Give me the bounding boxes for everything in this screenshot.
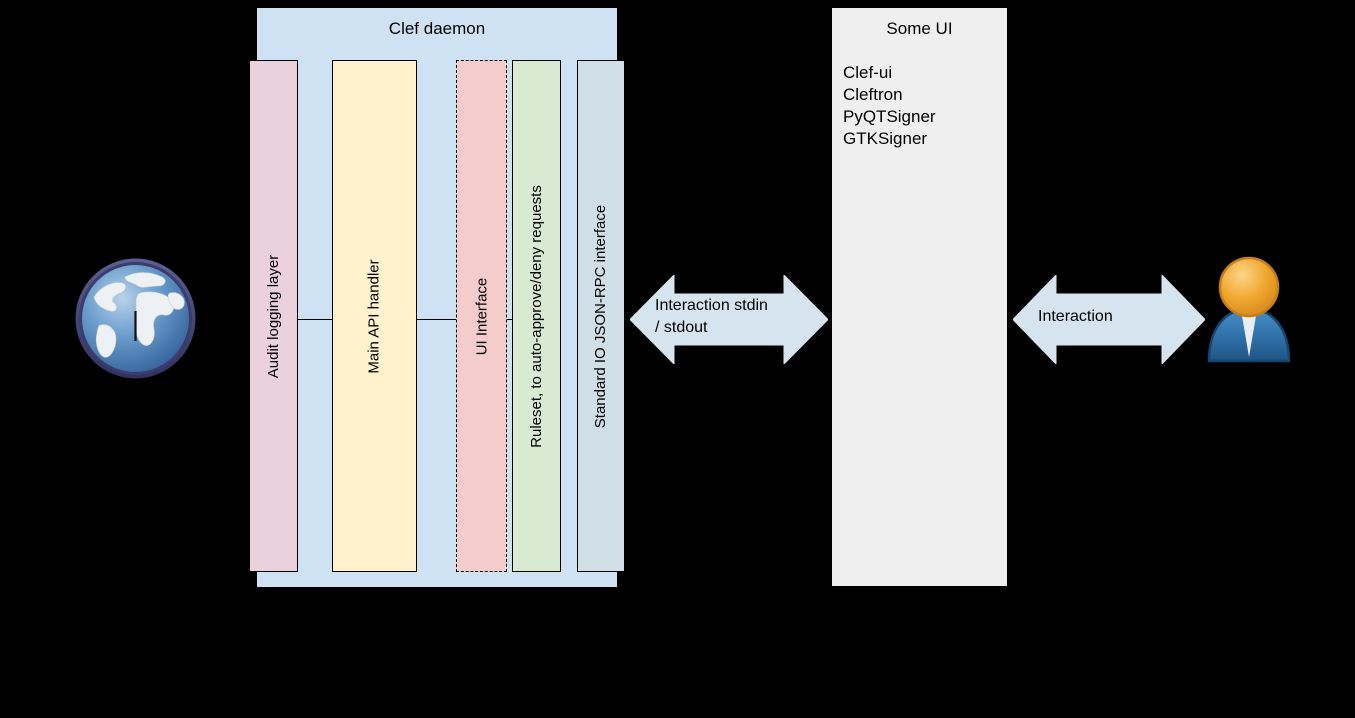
list-item: Clef-ui [843, 63, 893, 82]
list-item: PyQTSigner [843, 107, 936, 126]
connector-audit-api [297, 319, 333, 320]
column-ruleset[interactable]: Ruleset, to auto-approve/deny requests [512, 60, 561, 572]
column-ruleset-label: Ruleset, to auto-approve/deny requests [528, 184, 546, 448]
connector-ui-ruleset [506, 319, 513, 320]
arrow-daemon-to-ui [630, 275, 828, 364]
clef-daemon-title: Clef daemon [388, 19, 486, 38]
arrow-2-line1: Interaction [1038, 308, 1113, 325]
list-item: GTKSigner [843, 129, 928, 148]
arrow-ui-to-user [1013, 275, 1205, 364]
arrow-ui-to-user-label: Interaction [1038, 306, 1113, 328]
list-item: Cleftron [843, 85, 903, 104]
column-standard-io-jsonrpc[interactable]: Standard IO JSON-RPC interface [577, 60, 625, 572]
column-audit-logging-layer[interactable]: Audit logging layer [249, 60, 298, 572]
some-ui-title: Some UI [886, 19, 953, 38]
column-main-api-handler[interactable]: Main API handler [332, 60, 417, 572]
arrow-daemon-to-ui-label: Interaction stdin / stdout [655, 295, 768, 339]
column-stdio-label: Standard IO JSON-RPC interface [592, 204, 610, 428]
column-audit-label: Audit logging layer [265, 254, 283, 378]
globe-icon [70, 253, 201, 384]
arrow-1-line1: Interaction stdin [655, 297, 768, 314]
arrow-1-line2: / stdout [655, 319, 708, 336]
some-ui-container [832, 8, 1007, 586]
some-ui-list: Clef-ui Cleftron PyQTSigner GTKSigner [843, 62, 936, 150]
clef-daemon-container [257, 8, 617, 587]
column-ui-interface-label: UI Interface [473, 277, 491, 355]
column-ui-interface[interactable]: UI Interface [456, 60, 507, 572]
user-icon [1203, 253, 1295, 363]
connector-api-ui [416, 319, 457, 320]
column-api-label: Main API handler [366, 258, 383, 374]
